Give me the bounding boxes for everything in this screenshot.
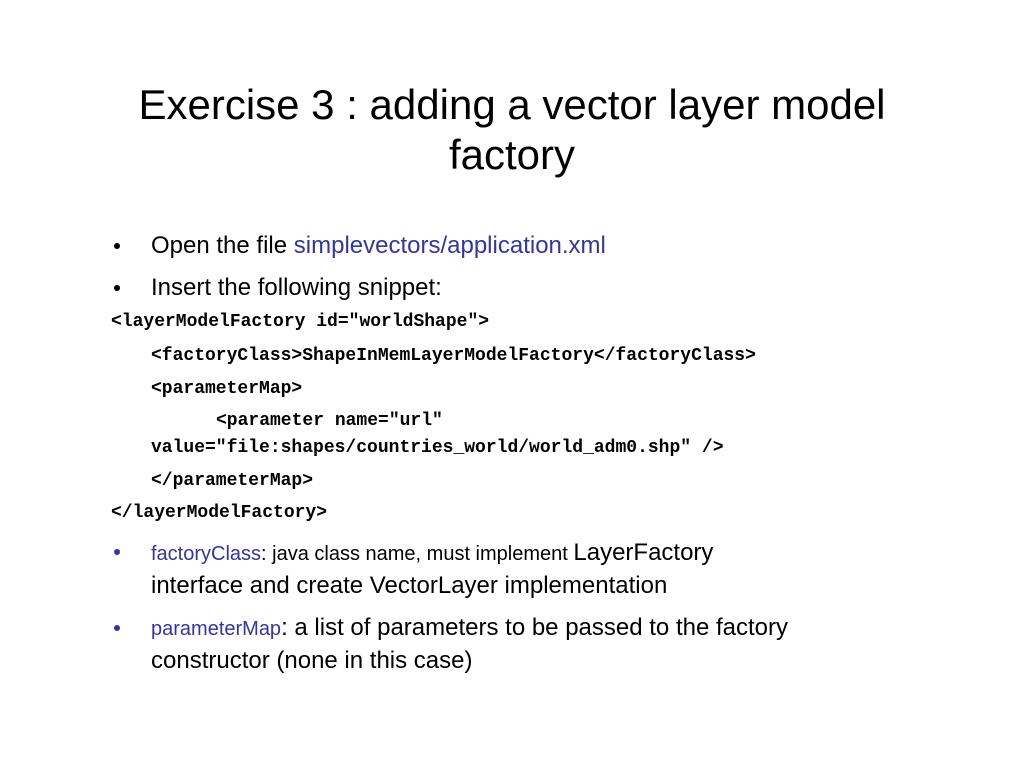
code-line-6: </parameterMap> xyxy=(151,471,314,491)
bullet-item-open-file: Open the file simplevectors/application.… xyxy=(151,229,606,262)
parametermap-desc-line2: constructor (none in this case) xyxy=(151,647,473,674)
factoryclass-term: factoryClass xyxy=(151,543,262,565)
bullet-dot-4 xyxy=(114,625,120,631)
code-line-2: <factoryClass>ShapeInMemLayerModelFactor… xyxy=(151,346,756,366)
bullet-item-insert-snippet: Insert the following snippet: xyxy=(151,274,442,301)
bullet-item-factoryclass: factoryClass: java class name, must impl… xyxy=(151,536,713,571)
bullet-dot-3 xyxy=(114,549,120,555)
code-line-3: <parameterMap> xyxy=(151,379,303,399)
layerfactory-text: LayerFactory xyxy=(573,539,714,566)
bullet-dot-1 xyxy=(114,243,120,249)
code-line-1: <layerModelFactory id="worldShape"> xyxy=(111,312,490,332)
factoryclass-desc-line2: interface and create VectorLayer impleme… xyxy=(151,572,668,599)
title-line-2: factory xyxy=(448,131,576,178)
slide-title: Exercise 3 : adding a vector layer model… xyxy=(60,80,964,180)
code-line-5: value="file:shapes/countries_world/world… xyxy=(151,438,724,458)
parametermap-term: parameterMap xyxy=(151,618,282,640)
parametermap-desc: : a list of parameters to be passed to t… xyxy=(281,614,788,641)
bullet-1-text: Open the file xyxy=(151,232,294,259)
bullet-item-parametermap: parameterMap: a list of parameters to be… xyxy=(151,611,788,646)
bullet-dot-2 xyxy=(114,285,120,291)
file-path-link: simplevectors/application.xml xyxy=(293,232,606,259)
title-line-1: Exercise 3 : adding a vector layer model xyxy=(138,81,886,128)
code-line-7: </layerModelFactory> xyxy=(111,503,328,523)
code-line-4: <parameter name="url" xyxy=(216,411,443,431)
factoryclass-desc: : java class name, must implement xyxy=(261,543,574,565)
